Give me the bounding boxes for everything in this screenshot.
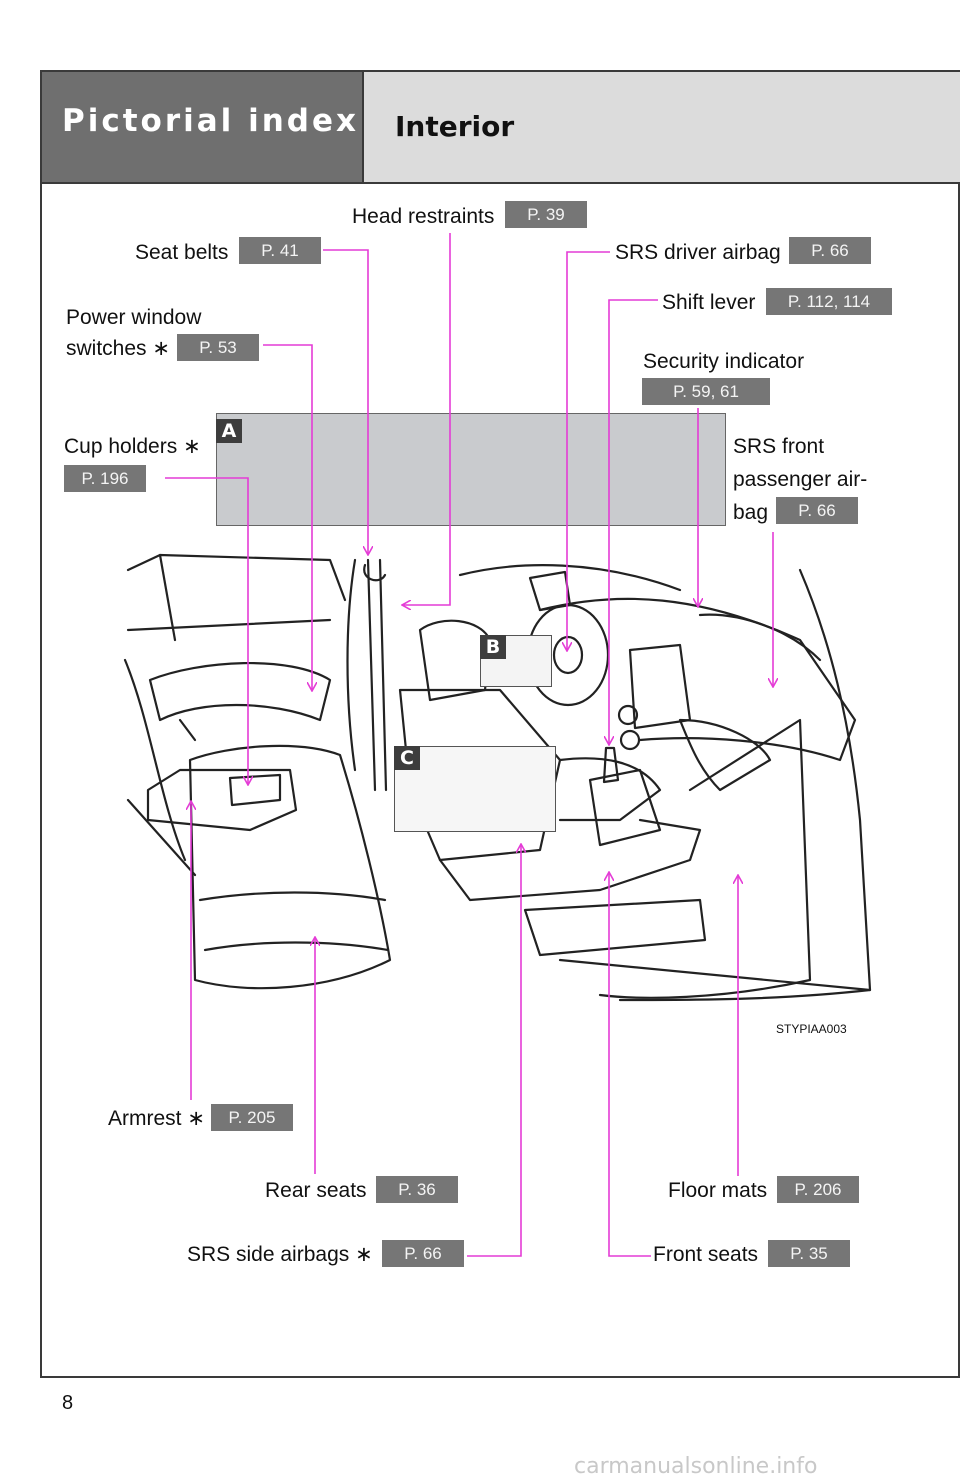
- leader-front-seats: [609, 873, 651, 1257]
- leader-power-window: [263, 344, 312, 690]
- leader-srs-side-airbags: [467, 845, 521, 1257]
- page-ref-seat-belts[interactable]: P. 41: [239, 237, 321, 264]
- leader-head-restraints: [403, 233, 451, 605]
- page-ref-cup-holders[interactable]: P. 196: [64, 465, 146, 492]
- label-srs-side-airbags-text: SRS side airbags: [187, 1243, 350, 1266]
- footnote-star: ∗: [152, 337, 170, 360]
- footnote-star: ∗: [355, 1243, 373, 1266]
- page-ref-front-seats[interactable]: P. 35: [768, 1240, 850, 1267]
- label-power-window-line2: switches ∗: [66, 338, 170, 359]
- watermark: carmanualsonline.info: [574, 1454, 818, 1479]
- page-ref-srs-front-passenger[interactable]: P. 66: [776, 497, 858, 524]
- page-ref-srs-driver-airbag[interactable]: P. 66: [789, 237, 871, 264]
- inset-a-tag: A: [216, 419, 242, 443]
- leader-seat-belts: [323, 249, 368, 554]
- section-title: Pictorial index: [62, 103, 359, 139]
- label-power-window-text: switches: [66, 337, 147, 360]
- label-armrest-text: Armrest: [108, 1107, 182, 1130]
- inset-c-tag: C: [394, 746, 420, 770]
- inset-c-panel: [394, 746, 556, 832]
- label-front-seats: Front seats: [653, 1243, 759, 1266]
- label-armrest: Armrest ∗: [108, 1108, 205, 1129]
- header-divider: [42, 182, 960, 184]
- leader-cup-holders: [165, 477, 248, 784]
- page-ref-floor-mats[interactable]: P. 206: [777, 1176, 859, 1203]
- label-head-restraints: Head restraints: [352, 205, 495, 228]
- page-ref-rear-seats[interactable]: P. 36: [376, 1176, 458, 1203]
- inset-b-tag: B: [480, 635, 506, 659]
- page-ref-shift-lever[interactable]: P. 112, 114: [766, 288, 892, 315]
- inset-a-panel: [216, 413, 726, 526]
- page-title: Interior: [395, 110, 515, 143]
- label-srs-front-passenger-line1: SRS front: [733, 435, 825, 458]
- title-header: [362, 72, 960, 182]
- leader-srs-driver-airbag: [567, 251, 610, 650]
- label-power-window-line1: Power window: [66, 306, 202, 329]
- label-cup-holders-text: Cup holders: [64, 435, 178, 458]
- label-srs-front-passenger-line3: bag: [733, 501, 769, 524]
- label-security-indicator: Security indicator: [643, 350, 805, 373]
- page-ref-power-window[interactable]: P. 53: [177, 334, 259, 361]
- page-ref-security-indicator[interactable]: P. 59, 61: [642, 378, 770, 405]
- page-ref-head-restraints[interactable]: P. 39: [505, 201, 587, 228]
- label-floor-mats: Floor mats: [668, 1179, 768, 1202]
- footnote-star: ∗: [183, 435, 201, 458]
- label-srs-front-passenger-line2: passenger air-: [733, 468, 868, 491]
- page-number: 8: [62, 1392, 74, 1414]
- label-shift-lever: Shift lever: [662, 291, 756, 314]
- page-ref-armrest[interactable]: P. 205: [211, 1104, 293, 1131]
- leader-shift-lever: [609, 299, 658, 744]
- section-header: [42, 72, 362, 182]
- label-srs-side-airbags: SRS side airbags ∗: [187, 1244, 373, 1265]
- label-cup-holders: Cup holders ∗: [64, 436, 201, 457]
- label-rear-seats: Rear seats: [265, 1179, 367, 1202]
- footnote-star: ∗: [187, 1107, 205, 1130]
- label-seat-belts: Seat belts: [135, 241, 229, 264]
- page-ref-srs-side-airbags[interactable]: P. 66: [382, 1240, 464, 1267]
- figure-code: STYPIAA003: [776, 1022, 847, 1036]
- label-srs-driver-airbag: SRS driver airbag: [615, 241, 781, 264]
- page-frame: [40, 70, 960, 1378]
